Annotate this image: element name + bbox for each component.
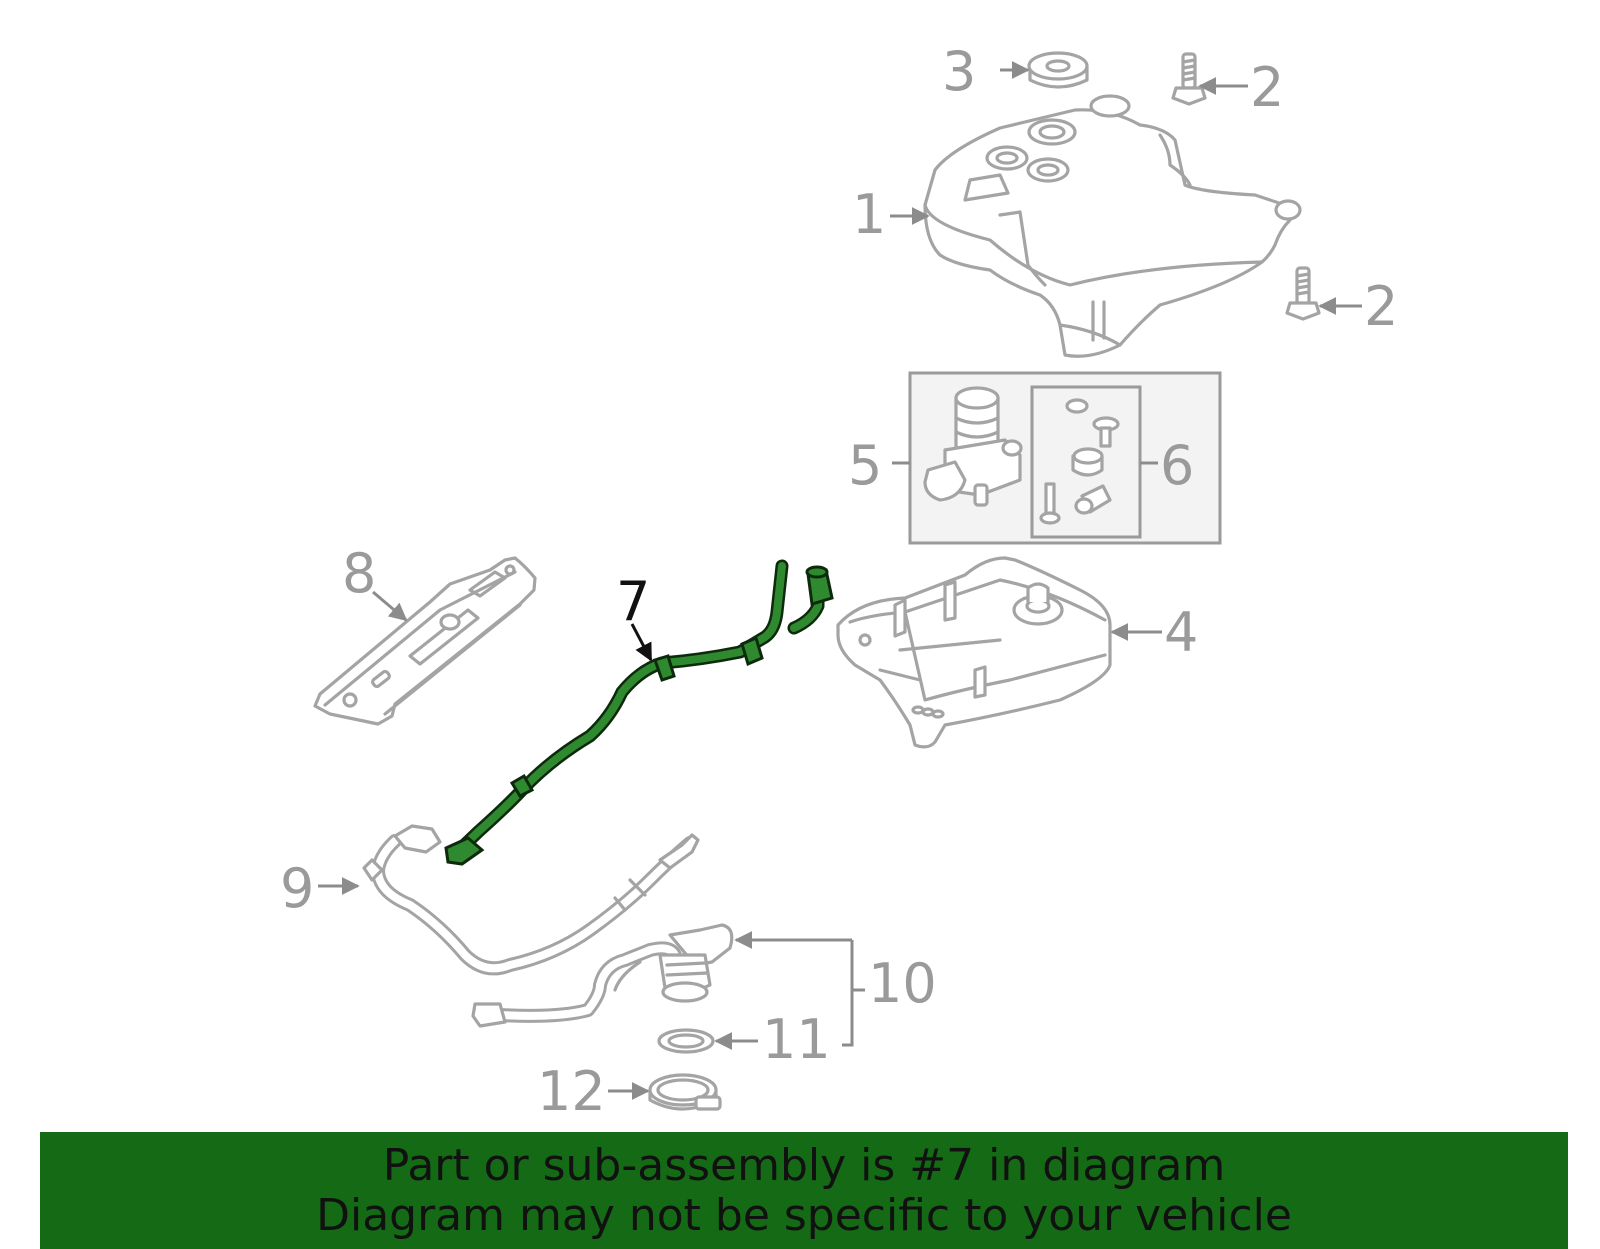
part-12-clamp[interactable] [648, 1073, 722, 1111]
info-banner: Part or sub-assembly is #7 in diagram Di… [40, 1132, 1568, 1249]
callout-9: 9 [280, 857, 314, 920]
callout-2-lower: 2 [1364, 275, 1398, 338]
part-8-bracket[interactable] [313, 556, 537, 726]
callout-10: 10 [868, 952, 937, 1015]
callout-11: 11 [762, 1008, 831, 1071]
part-2-bolt-lower[interactable] [1285, 266, 1321, 321]
part-9-harness[interactable] [362, 824, 700, 976]
callout-2-upper: 2 [1250, 56, 1284, 119]
part-4-tray[interactable] [836, 556, 1112, 749]
part-3-grommet[interactable] [1027, 51, 1089, 89]
part-5-pump[interactable] [923, 386, 1023, 507]
callout-4: 4 [1164, 601, 1198, 664]
part-10-sensor[interactable] [471, 923, 734, 1028]
callout-7: 7 [616, 570, 650, 633]
part-7-hose[interactable] [444, 559, 834, 866]
callout-12: 12 [537, 1060, 606, 1123]
part-2-bolt-upper[interactable] [1171, 52, 1207, 106]
part-6-hardware[interactable] [1039, 398, 1120, 525]
banner-line-2: Diagram may not be specific to your vehi… [316, 1189, 1292, 1241]
banner-line-1: Part or sub-assembly is #7 in diagram [382, 1139, 1226, 1191]
callout-3: 3 [942, 40, 976, 103]
callout-6: 6 [1160, 434, 1194, 497]
part-11-o-ring[interactable] [657, 1028, 715, 1054]
part-1-reservoir[interactable] [923, 94, 1302, 358]
callout-1: 1 [852, 183, 886, 246]
leader-lines [318, 61, 1362, 1100]
callout-8: 8 [342, 542, 376, 605]
callout-5: 5 [848, 434, 882, 497]
